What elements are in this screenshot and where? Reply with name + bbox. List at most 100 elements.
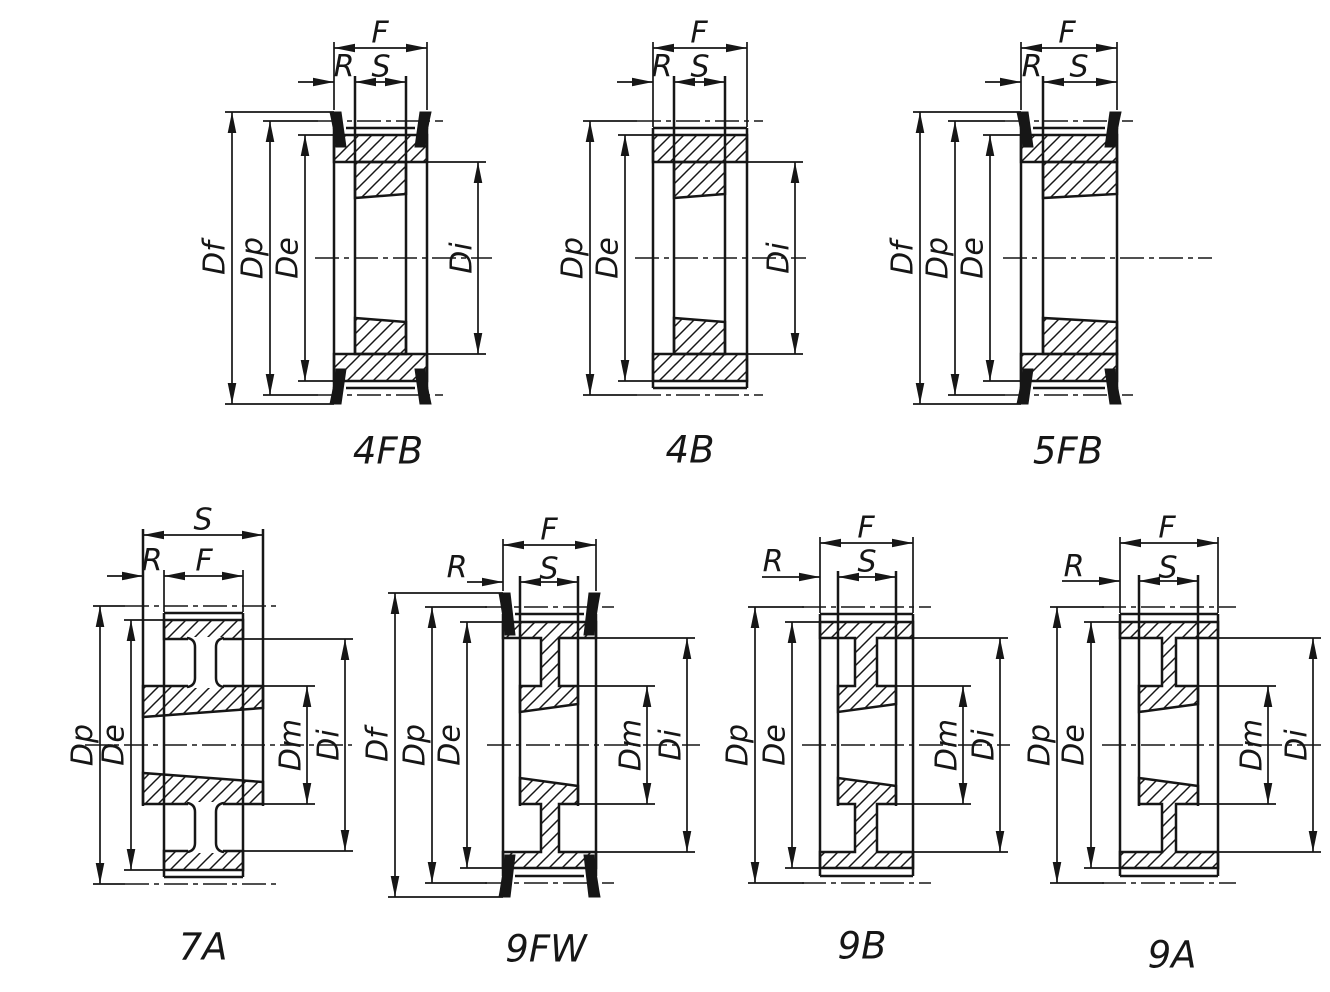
top-dim-label: F bbox=[1058, 16, 1076, 51]
left-dim-label: De bbox=[758, 724, 793, 766]
web-neck bbox=[188, 637, 223, 688]
top-dim-label: S bbox=[539, 552, 558, 587]
arrowhead-icon bbox=[950, 374, 960, 395]
web-neck-edge bbox=[214, 801, 225, 854]
arrowhead-icon bbox=[585, 374, 595, 395]
arrowhead-icon bbox=[1021, 43, 1042, 53]
arrowhead-icon bbox=[1099, 576, 1120, 586]
top-dim-label: S bbox=[193, 503, 212, 538]
right-dim-label: Dm bbox=[930, 719, 965, 771]
arrowhead-icon bbox=[1052, 607, 1062, 628]
arrowhead-icon bbox=[787, 622, 797, 643]
rim-section bbox=[651, 352, 749, 383]
arrowhead-icon bbox=[265, 121, 275, 142]
left-dim-label: Dp bbox=[236, 237, 271, 279]
arrowhead-icon bbox=[1086, 847, 1096, 868]
flange-top-right bbox=[583, 592, 601, 636]
right-dim-label: Di bbox=[312, 729, 347, 761]
rim-web-hub-section bbox=[818, 776, 915, 870]
bushing-section bbox=[1041, 316, 1119, 356]
rim-section bbox=[1019, 352, 1119, 383]
right-dim-label: Dm bbox=[614, 719, 649, 771]
left-dim-label: Df bbox=[886, 237, 921, 275]
rim-section bbox=[332, 133, 429, 164]
arrowhead-icon bbox=[302, 783, 312, 804]
flange-bottom-right bbox=[583, 854, 601, 898]
bushing-section bbox=[672, 316, 727, 356]
arrowhead-icon bbox=[750, 862, 760, 883]
top-dim-label: F bbox=[1158, 511, 1176, 546]
arrowhead-icon bbox=[799, 572, 820, 582]
arrowhead-icon bbox=[726, 43, 747, 53]
arrowhead-icon bbox=[958, 686, 968, 707]
flange-bottom-left bbox=[329, 368, 347, 405]
arrowhead-icon bbox=[958, 783, 968, 804]
left-dim-label: De bbox=[271, 237, 306, 279]
flange-top-left bbox=[329, 111, 347, 148]
top-dim-label: R bbox=[447, 551, 468, 586]
arrowhead-icon bbox=[503, 540, 524, 550]
figure-caption: 9A bbox=[1148, 934, 1197, 977]
left-dim-label: Df bbox=[198, 237, 233, 275]
top-dim-label: F bbox=[371, 16, 389, 51]
bushing-section bbox=[1041, 160, 1119, 200]
arrowhead-icon bbox=[473, 162, 483, 183]
web-neck bbox=[188, 802, 223, 853]
top-dim-label: S bbox=[1158, 551, 1177, 586]
arrowhead-icon bbox=[585, 121, 595, 142]
arrowhead-icon bbox=[915, 112, 925, 133]
arrowhead-icon bbox=[390, 876, 400, 897]
arrowhead-icon bbox=[122, 571, 143, 581]
arrowhead-icon bbox=[302, 686, 312, 707]
arrowhead-icon bbox=[406, 43, 427, 53]
right-dim-label: Di bbox=[445, 242, 480, 274]
arrowhead-icon bbox=[1263, 783, 1273, 804]
flange-bottom-left bbox=[1016, 368, 1034, 405]
arrowhead-icon bbox=[915, 383, 925, 404]
arrowhead-icon bbox=[126, 620, 136, 641]
arrowhead-icon bbox=[750, 607, 760, 628]
arrowhead-icon bbox=[682, 831, 692, 852]
arrowhead-icon bbox=[892, 538, 913, 548]
arrowhead-icon bbox=[1052, 862, 1062, 883]
top-dim-label: R bbox=[1022, 50, 1043, 85]
arrowhead-icon bbox=[385, 77, 406, 87]
arrowhead-icon bbox=[482, 577, 503, 587]
arrowhead-icon bbox=[520, 577, 541, 587]
arrowhead-icon bbox=[787, 847, 797, 868]
arrowhead-icon bbox=[126, 849, 136, 870]
top-dim-label: S bbox=[857, 545, 876, 580]
flange-bottom-left bbox=[498, 854, 516, 898]
flange-top-left bbox=[498, 592, 516, 636]
left-dim-label: Dp bbox=[556, 237, 591, 279]
arrowhead-icon bbox=[227, 383, 237, 404]
web-neck-edge bbox=[186, 636, 197, 689]
right-dim-label: Di bbox=[654, 729, 689, 761]
arrowhead-icon bbox=[334, 43, 355, 53]
figure-caption: 9FW bbox=[505, 928, 588, 971]
bushing-section bbox=[353, 160, 408, 200]
left-dim-label: Dp bbox=[921, 237, 956, 279]
arrowhead-icon bbox=[1197, 538, 1218, 548]
arrowhead-icon bbox=[985, 135, 995, 156]
arrowhead-icon bbox=[995, 831, 1005, 852]
flange-top-right bbox=[414, 111, 432, 148]
arrowhead-icon bbox=[653, 43, 674, 53]
bushing-section bbox=[353, 316, 408, 356]
top-dim-label: F bbox=[540, 513, 558, 548]
rim-web-hub-section bbox=[818, 620, 915, 714]
right-dim-label: Di bbox=[762, 242, 797, 274]
left-dim-label: Dp bbox=[66, 724, 101, 766]
left-dim-label: De bbox=[97, 724, 132, 766]
arrowhead-icon bbox=[1308, 638, 1318, 659]
hub-section bbox=[141, 771, 265, 806]
top-dim-label: F bbox=[195, 544, 213, 579]
arrowhead-icon bbox=[682, 638, 692, 659]
top-dim-label: F bbox=[857, 511, 875, 546]
arrowhead-icon bbox=[300, 135, 310, 156]
right-dim-label: Dm bbox=[1235, 719, 1270, 771]
right-dim-label: Dm bbox=[274, 719, 309, 771]
